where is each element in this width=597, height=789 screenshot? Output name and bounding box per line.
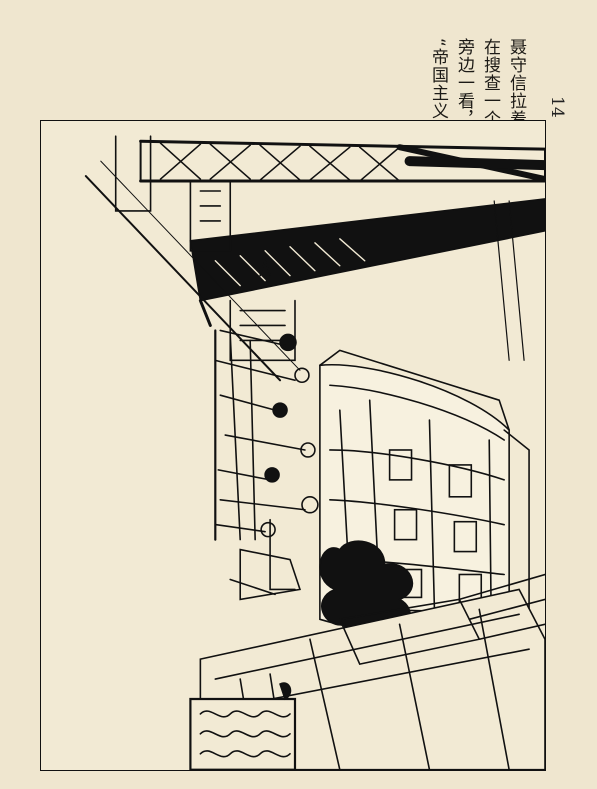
bridge-street-scene-illustration — [84, 135, 545, 770]
bridge-girder-lower — [189, 198, 545, 327]
iron-balcony — [189, 682, 297, 770]
bridge-truss-upper — [139, 139, 545, 183]
illustration-panel — [40, 120, 546, 771]
crowd-figures — [214, 329, 319, 601]
background-buildings-left — [114, 135, 296, 362]
page-number: 14 — [547, 96, 567, 118]
